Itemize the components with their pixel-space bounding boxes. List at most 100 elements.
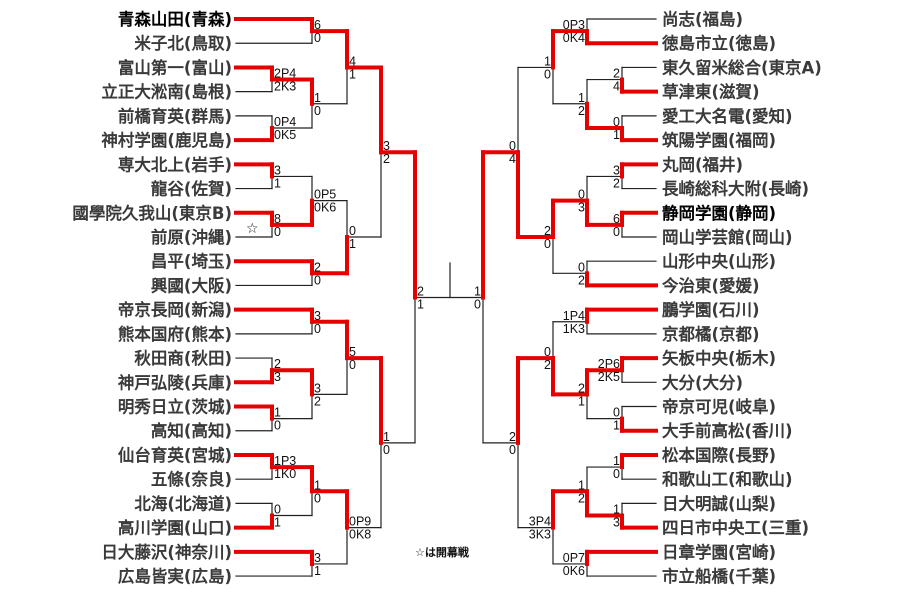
- match-score: 2: [578, 273, 585, 287]
- match-score: 3: [383, 139, 390, 153]
- team-name: 愛工大名電(愛知): [662, 106, 793, 126]
- match-score: 2: [544, 224, 551, 238]
- match-score: 0K6: [563, 564, 585, 578]
- match-score: 1: [349, 67, 356, 81]
- match-score: 0: [314, 31, 321, 45]
- match-score: 2: [578, 104, 585, 118]
- match-score: 1: [274, 516, 281, 530]
- team-name: 大手前高松(香川): [662, 421, 793, 441]
- match-score: 0: [544, 67, 551, 81]
- match-score: 2: [314, 260, 321, 274]
- team-name: 鵬学園(石川): [662, 300, 760, 320]
- match-score: 2: [613, 176, 620, 190]
- match-score: 3: [578, 201, 585, 215]
- match-score: 0: [613, 225, 620, 239]
- match-score: 2: [274, 357, 281, 371]
- team-name: 仙台育英(宮城): [118, 445, 232, 465]
- team-name: 神村学園(鹿児島): [101, 130, 232, 150]
- match-score: 8: [274, 212, 281, 226]
- star-icon: ☆: [246, 221, 259, 237]
- match-score: 3: [314, 381, 321, 395]
- team-name: 松本国際(長野): [662, 445, 776, 465]
- match-score: 0: [274, 225, 281, 239]
- team-name: 日大藤沢(神奈川): [101, 542, 232, 562]
- team-name: 京都橘(京都): [662, 324, 760, 344]
- team-name: 日大明誠(山梨): [662, 493, 776, 513]
- match-score: 1: [474, 285, 481, 299]
- team-name: 筑陽学園(福岡): [662, 130, 776, 150]
- team-name: 前橋育英(群馬): [118, 106, 232, 126]
- match-score: 0: [613, 115, 620, 129]
- team-name: 静岡学園(静岡): [662, 203, 776, 223]
- match-score: 0P7: [563, 551, 585, 565]
- match-score: 1K3: [563, 322, 585, 336]
- match-score: 1: [314, 478, 321, 492]
- match-score: 2K5: [598, 370, 620, 384]
- match-score: 0: [314, 273, 321, 287]
- match-score: 1: [578, 478, 585, 492]
- match-score: 1: [613, 503, 620, 517]
- match-score: 1K0: [274, 467, 296, 481]
- team-name: 尚志(福島): [662, 9, 743, 29]
- match-score: 1: [314, 91, 321, 105]
- match-score: 2K3: [274, 80, 296, 94]
- team-name: 昌平(埼玉): [151, 251, 232, 271]
- match-score: 0: [509, 139, 516, 153]
- team-name: 帝京長岡(新潟): [118, 300, 232, 320]
- team-name: 今治東(愛媛): [661, 275, 760, 295]
- match-score: 2: [383, 152, 390, 166]
- team-name: 長崎総科大附(長崎): [662, 179, 809, 199]
- team-name: 米子北(鳥取): [134, 33, 232, 53]
- match-score: 1: [578, 91, 585, 105]
- match-score: 1: [349, 237, 356, 251]
- match-score: 2: [509, 430, 516, 444]
- team-name: 前原(沖縄): [151, 227, 232, 247]
- team-name: 丸岡(福井): [661, 154, 743, 174]
- bracket-labels: 青森山田(青森)米子北(鳥取)富山第一(富山)立正大淞南(島根)前橋育英(群馬)…: [72, 9, 822, 586]
- match-score: 2P4: [274, 67, 296, 81]
- match-score: 1P3: [274, 454, 296, 468]
- match-score: 2P6: [598, 357, 620, 371]
- team-name: 大分(大分): [662, 372, 743, 392]
- team-name: 五條(奈良): [151, 469, 232, 489]
- team-name: 高知(高知): [151, 421, 232, 441]
- bracket-lines: [235, 18, 657, 577]
- match-score: 3: [613, 516, 620, 530]
- match-score: 5: [349, 345, 356, 359]
- match-score: 2: [613, 67, 620, 81]
- team-name: 明秀日立(茨城): [118, 397, 232, 417]
- team-name: 東久留米総合(東京A): [662, 57, 822, 77]
- match-score: 0: [474, 298, 481, 312]
- match-score: 0: [349, 224, 356, 238]
- match-score: 1: [613, 128, 620, 142]
- match-score: 1: [274, 176, 281, 190]
- match-score: 0K8: [349, 528, 371, 542]
- winner-path: [234, 17, 658, 566]
- team-name: 青森山田(青森): [118, 9, 232, 29]
- team-name: 広島皆実(広島): [118, 566, 232, 586]
- match-score: 1P4: [563, 309, 585, 323]
- match-score: 0: [314, 322, 321, 336]
- team-name: 興國(大阪): [151, 275, 232, 295]
- team-name: 山形中央(山形): [662, 251, 776, 271]
- match-score: 0: [544, 237, 551, 251]
- team-name: 北海(北海道): [134, 493, 232, 513]
- match-score: 3P4: [529, 515, 551, 529]
- match-score: 0K6: [314, 201, 336, 215]
- team-name: 専大北上(岩手): [118, 154, 232, 174]
- team-name: 立正大淞南(島根): [101, 82, 232, 102]
- match-score: 0: [314, 491, 321, 505]
- match-score: 1: [613, 454, 620, 468]
- match-score: 0: [613, 467, 620, 481]
- team-name: 四日市中央工(三重): [662, 518, 809, 538]
- match-score: 0: [383, 443, 390, 457]
- match-score: 4: [613, 80, 620, 94]
- team-name: 神戸弘陵(兵庫): [118, 372, 232, 392]
- match-score: 1: [417, 298, 424, 312]
- match-score: 0: [509, 443, 516, 457]
- match-score: 1: [274, 406, 281, 420]
- match-score: 3: [314, 551, 321, 565]
- match-score: 6: [314, 18, 321, 32]
- match-score: 0P5: [314, 188, 336, 202]
